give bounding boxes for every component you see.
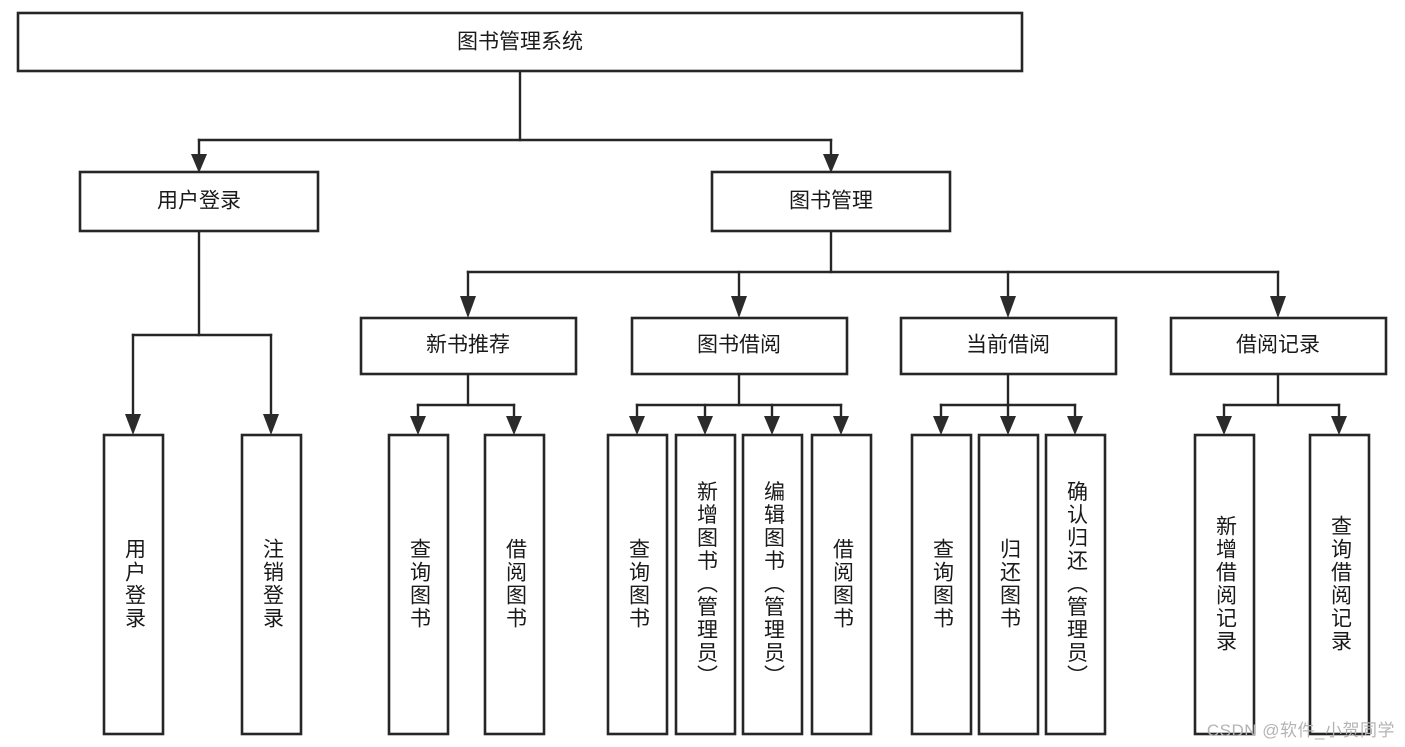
node-new-book-recommend-box bbox=[359, 316, 578, 376]
node-leaf-user-login[interactable]: 用户登录 bbox=[102, 433, 165, 736]
node-book-management-box bbox=[710, 170, 952, 233]
node-leaf-borrow-book-b[interactable]: 借阅图书 bbox=[810, 433, 873, 736]
node-leaf-edit-book-admin[interactable]: 编辑图书（管理员） bbox=[741, 433, 804, 736]
arrow-head-icon bbox=[1270, 296, 1286, 318]
node-leaf-borrow-book-a[interactable]: 借阅图书 bbox=[483, 433, 546, 736]
node-leaf-query-borrow-record[interactable]: 查询借阅记录 bbox=[1308, 433, 1371, 736]
arrow-head-icon bbox=[823, 154, 839, 173]
node-leaf-box bbox=[606, 433, 669, 736]
arrow-head-icon bbox=[764, 416, 780, 435]
node-leaf-confirm-return-admin[interactable]: 确认归还（管理员） bbox=[1044, 433, 1107, 736]
node-leaf-label: 用户登录 bbox=[122, 538, 146, 630]
node-leaf-box bbox=[102, 433, 165, 736]
node-borrow-record-box bbox=[1169, 316, 1388, 376]
node-leaf-add-borrow-record[interactable]: 新增借阅记录 bbox=[1193, 433, 1256, 736]
arrow-head-icon bbox=[1331, 416, 1347, 435]
arrow-head-icon bbox=[629, 416, 645, 435]
node-user-login-box bbox=[78, 170, 320, 233]
node-borrow-record-label: 借阅记录 bbox=[1236, 334, 1320, 357]
node-leaf-label: 查询图书 bbox=[407, 538, 431, 630]
node-leaf-label: 归还图书 bbox=[997, 538, 1021, 630]
arrow-head-icon bbox=[1000, 296, 1016, 318]
connector-layer bbox=[125, 69, 1347, 435]
node-current-borrow-box bbox=[899, 316, 1118, 376]
node-leaf-label: 新增图书（管理员） bbox=[694, 481, 718, 688]
node-leaf-label: 借阅图书 bbox=[830, 538, 854, 630]
node-leaf-label: 查询借阅记录 bbox=[1328, 515, 1352, 653]
arrow-head-icon bbox=[460, 296, 476, 318]
node-leaf-query-book-a[interactable]: 查询图书 bbox=[387, 433, 450, 736]
arrow-head-icon bbox=[506, 416, 522, 435]
arrow-head-icon bbox=[933, 416, 949, 435]
arrow-head-icon bbox=[697, 416, 713, 435]
node-leaf-box bbox=[1044, 433, 1107, 736]
arrow-head-icon bbox=[1216, 416, 1232, 435]
arrow-head-icon bbox=[833, 416, 849, 435]
node-leaf-return-book[interactable]: 归还图书 bbox=[977, 433, 1040, 736]
node-leaf-label: 新增借阅记录 bbox=[1213, 515, 1237, 653]
node-leaf-label: 借阅图书 bbox=[503, 538, 527, 630]
node-leaf-add-book-admin[interactable]: 新增图书（管理员） bbox=[674, 433, 737, 736]
node-current-borrow[interactable]: 当前借阅 bbox=[899, 316, 1118, 376]
node-book-borrow-label: 图书借阅 bbox=[697, 334, 781, 357]
node-leaf-box bbox=[483, 433, 546, 736]
node-root-system[interactable]: 图书管理系统 bbox=[16, 11, 1024, 73]
node-leaf-query-book-b[interactable]: 查询图书 bbox=[606, 433, 669, 736]
node-root-box bbox=[16, 11, 1024, 73]
node-leaf-box bbox=[810, 433, 873, 736]
node-leaf-box bbox=[1308, 433, 1371, 736]
node-leaf-label: 查询图书 bbox=[626, 538, 650, 630]
node-book-management-label: 图书管理 bbox=[789, 190, 873, 213]
arrow-head-icon bbox=[731, 296, 747, 318]
node-leaf-label: 编辑图书（管理员） bbox=[761, 481, 785, 688]
node-leaf-label: 确认归还（管理员） bbox=[1064, 481, 1088, 688]
node-user-login[interactable]: 用户登录 bbox=[78, 170, 320, 233]
arrow-head-icon bbox=[263, 414, 279, 435]
node-leaf-box bbox=[741, 433, 804, 736]
node-book-borrow-box bbox=[630, 316, 849, 376]
node-leaf-label: 注销登录 bbox=[260, 538, 284, 630]
node-leaf-box bbox=[977, 433, 1040, 736]
arrow-head-icon bbox=[1067, 416, 1083, 435]
node-leaf-box bbox=[910, 433, 973, 736]
arrow-head-icon bbox=[410, 416, 426, 435]
arrow-head-icon bbox=[1000, 416, 1016, 435]
node-leaf-box bbox=[1193, 433, 1256, 736]
node-leaf-box bbox=[674, 433, 737, 736]
node-leaf-box bbox=[240, 433, 303, 736]
arrow-head-icon bbox=[125, 414, 141, 435]
node-borrow-record[interactable]: 借阅记录 bbox=[1169, 316, 1388, 376]
node-book-borrow[interactable]: 图书借阅 bbox=[630, 316, 849, 376]
node-book-management[interactable]: 图书管理 bbox=[710, 170, 952, 233]
node-leaf-label: 查询图书 bbox=[930, 538, 954, 630]
node-new-book-recommend[interactable]: 新书推荐 bbox=[359, 316, 578, 376]
node-current-borrow-label: 当前借阅 bbox=[966, 334, 1050, 357]
node-root-label: 图书管理系统 bbox=[457, 31, 583, 54]
arrow-head-icon bbox=[191, 154, 207, 173]
node-new-book-recommend-label: 新书推荐 bbox=[426, 334, 510, 357]
node-leaf-query-book-c[interactable]: 查询图书 bbox=[910, 433, 973, 736]
node-user-login-label: 用户登录 bbox=[157, 190, 241, 213]
node-leaf-logout[interactable]: 注销登录 bbox=[240, 433, 303, 736]
node-leaf-box bbox=[387, 433, 450, 736]
